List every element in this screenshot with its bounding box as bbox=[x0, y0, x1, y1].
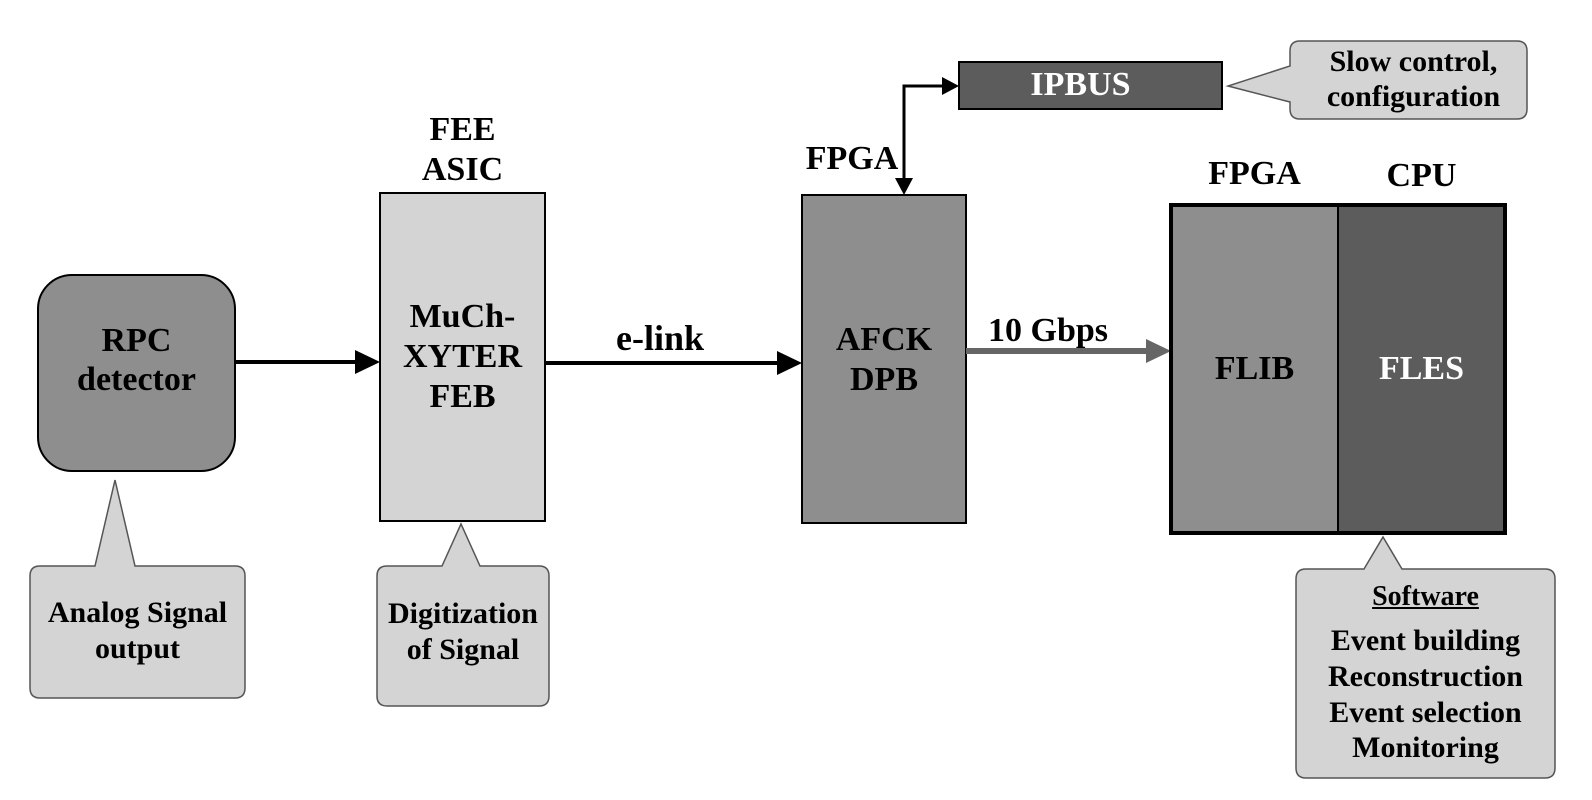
afck-box bbox=[801, 194, 967, 524]
software-heading: Software bbox=[1372, 581, 1479, 612]
fee-asic-label: FEE ASIC bbox=[380, 110, 545, 190]
digitization-callout-text: Digitization of Signal bbox=[377, 596, 549, 668]
analog-callout-line-2: output bbox=[94, 632, 181, 665]
software-item-event-building: Event building bbox=[1330, 624, 1521, 658]
digitization-line-2: of Signal bbox=[406, 633, 520, 666]
afck-arrowhead bbox=[895, 178, 913, 195]
flib-label: FLIB bbox=[1214, 350, 1295, 387]
flib-box bbox=[1171, 205, 1338, 533]
afck-fpga-label: FPGA bbox=[805, 140, 899, 177]
afck-dpb-label: AFCK DPB bbox=[802, 320, 966, 400]
slow-control-line-2: configuration bbox=[1326, 80, 1501, 114]
feb-callout-bubble bbox=[376, 522, 550, 707]
elink-label: e-link bbox=[615, 318, 704, 358]
feb-box bbox=[379, 192, 546, 522]
feb-label-line-3: FEB bbox=[429, 377, 496, 415]
speed-label: 10 Gbps bbox=[988, 312, 1108, 349]
slow-control-callout-text: Slow control, configuration bbox=[1296, 44, 1531, 115]
rpc-detector-box bbox=[37, 274, 236, 472]
software-item-reconstruction: Reconstruction bbox=[1328, 660, 1523, 693]
afck-label-line-2: DPB bbox=[850, 360, 918, 398]
ipbus-label: IPBUS bbox=[1030, 66, 1131, 103]
fles-box bbox=[1338, 205, 1505, 533]
software-item-event-selection: Event selection bbox=[1329, 695, 1522, 729]
afck-label-line-1: AFCK bbox=[835, 321, 933, 358]
software-callout-text: Software Event building Reconstruction E… bbox=[1296, 580, 1555, 766]
rpc-detector-label: RPC detector bbox=[38, 322, 235, 400]
slow-control-line-1: Slow control, bbox=[1329, 45, 1498, 78]
ipbus-callout-bubble bbox=[1225, 40, 1528, 120]
rpc-to-feb-arrowhead bbox=[355, 350, 380, 374]
ipbus-box bbox=[958, 61, 1223, 110]
ipbus-arrowhead bbox=[942, 77, 959, 95]
software-callout-bubble bbox=[1295, 535, 1556, 779]
fles-cpu-label: CPU bbox=[1386, 157, 1457, 194]
feb-label-line-1: MuCh- bbox=[409, 298, 516, 335]
fles-label: FLES bbox=[1378, 350, 1465, 387]
feb-label-line-2: XYTER bbox=[402, 337, 523, 375]
afck-ipbus-link bbox=[902, 84, 944, 180]
rpc-callout-bubble bbox=[29, 479, 246, 699]
analog-signal-callout-text: Analog Signal output bbox=[30, 595, 245, 667]
speed-arrowhead bbox=[1146, 339, 1171, 363]
software-item-monitoring: Monitoring bbox=[1352, 731, 1499, 765]
elink-arrowhead bbox=[777, 351, 802, 375]
analog-callout-line-1: Analog Signal bbox=[47, 596, 228, 629]
fee-label-line-2: ASIC bbox=[421, 150, 504, 188]
flib-fpga-label: FPGA bbox=[1208, 155, 1301, 192]
rpc-label-line-2: detector bbox=[77, 360, 196, 398]
digitization-line-1: Digitization bbox=[388, 597, 538, 630]
feb-label: MuCh- XYTER FEB bbox=[380, 297, 545, 416]
rpc-label-line-1: RPC bbox=[101, 322, 172, 359]
fee-label-line-1: FEE bbox=[429, 111, 496, 148]
